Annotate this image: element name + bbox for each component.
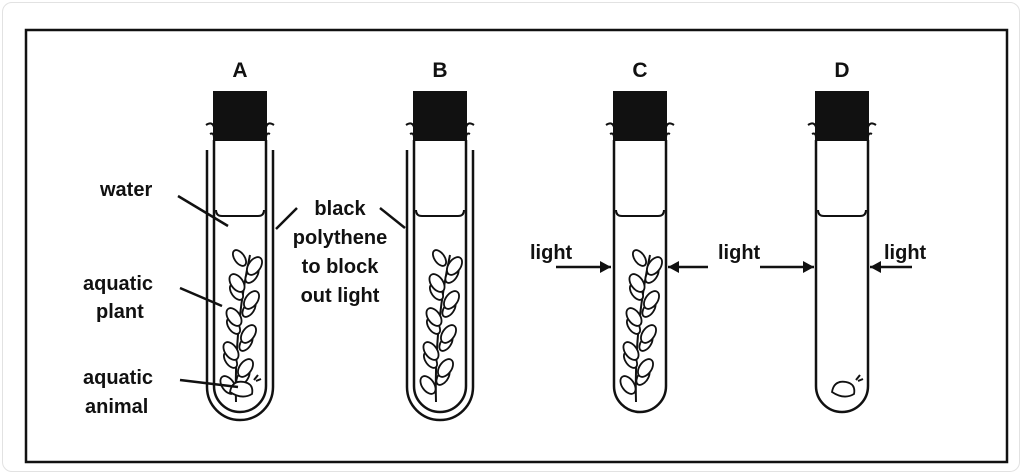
plant-leaf xyxy=(628,273,646,293)
plant-leaf xyxy=(432,249,447,267)
label-poly-2: polythene xyxy=(293,227,387,249)
plant-leaf xyxy=(637,358,654,378)
plant-leaf xyxy=(446,256,463,276)
tube-wall xyxy=(612,140,668,414)
tube-label-c: C xyxy=(632,59,647,82)
label-animal-2: animal xyxy=(85,396,148,418)
stopper-cap xyxy=(815,91,869,141)
aquatic-animal xyxy=(229,374,262,398)
label-poly-1: black xyxy=(314,198,366,220)
tube-wall xyxy=(412,140,468,414)
water-line xyxy=(415,209,465,217)
light-arrow-d-right-head xyxy=(870,261,881,273)
stopper-cap xyxy=(213,91,267,141)
label-plant-2: plant xyxy=(96,301,144,323)
plant-leaf xyxy=(646,256,663,276)
pointer-animal xyxy=(179,378,239,389)
aquatic-animal xyxy=(831,374,864,398)
label-light-c-right: light xyxy=(718,242,761,264)
plant-leaf xyxy=(246,256,263,276)
plant-leaf xyxy=(625,307,643,327)
test-tube-d xyxy=(807,91,877,414)
plant-leaf xyxy=(428,273,446,293)
tube-wall xyxy=(212,140,268,414)
plant-leaf xyxy=(437,358,454,378)
plant-leaf xyxy=(619,375,637,395)
label-animal-1: aquatic xyxy=(83,367,153,389)
pointer-poly-b xyxy=(379,207,406,229)
label-light-c-left: light xyxy=(530,242,573,264)
label-water: water xyxy=(99,179,152,201)
light-arrow-d-left-head xyxy=(803,261,814,273)
aquatic-plant xyxy=(219,249,263,403)
diagram-frame xyxy=(24,28,1009,464)
aquatic-plant xyxy=(619,249,663,403)
label-light-d: light xyxy=(884,242,927,264)
stopper-clips xyxy=(605,122,675,139)
tube-label-a: A xyxy=(232,59,247,82)
plant-leaf xyxy=(443,290,460,310)
plant-leaf xyxy=(237,358,254,378)
pointer-poly-a xyxy=(275,207,298,230)
label-poly-4: out light xyxy=(301,285,380,307)
plant-leaf xyxy=(425,307,443,327)
test-tube-a xyxy=(205,91,275,422)
tube-label-b: B xyxy=(432,59,447,82)
plant-leaf xyxy=(240,324,257,344)
plant-leaf xyxy=(640,324,657,344)
plant-leaf xyxy=(440,324,457,344)
pointer-plant xyxy=(179,286,223,308)
snail-shell xyxy=(229,380,254,398)
plant-leaf xyxy=(222,341,240,361)
light-arrow-c-left-head xyxy=(600,261,611,273)
plant-leaf xyxy=(232,249,247,267)
stopper-cap xyxy=(613,91,667,141)
snail-shell xyxy=(831,380,856,398)
snail-antenna xyxy=(855,374,864,382)
black-polythene-cover xyxy=(405,150,475,422)
water-line xyxy=(817,209,867,217)
test-tube-b xyxy=(405,91,475,422)
aquatic-plant xyxy=(419,249,463,403)
water-line xyxy=(215,209,265,217)
tube-wall xyxy=(814,140,870,414)
pointer-water xyxy=(177,194,229,228)
water-line xyxy=(615,209,665,217)
stopper-cap xyxy=(413,91,467,141)
tube-label-d: D xyxy=(834,59,849,82)
stopper-clips xyxy=(405,122,475,139)
plant-leaf xyxy=(643,290,660,310)
stopper-clips xyxy=(807,122,877,139)
plant-leaf xyxy=(419,375,437,395)
plant-leaf xyxy=(422,341,440,361)
plant-leaf xyxy=(622,341,640,361)
label-poly-3: to block xyxy=(302,256,380,278)
label-plant-1: aquatic xyxy=(83,273,153,295)
test-tube-c xyxy=(605,91,675,414)
snail-antenna xyxy=(253,374,262,382)
stopper-clips xyxy=(205,122,275,139)
black-polythene-cover xyxy=(205,150,275,422)
plant-leaf xyxy=(243,290,260,310)
light-arrow-c-right-head xyxy=(668,261,679,273)
plant-leaf xyxy=(225,307,243,327)
plant-leaf xyxy=(228,273,246,293)
plant-leaf xyxy=(632,249,647,267)
